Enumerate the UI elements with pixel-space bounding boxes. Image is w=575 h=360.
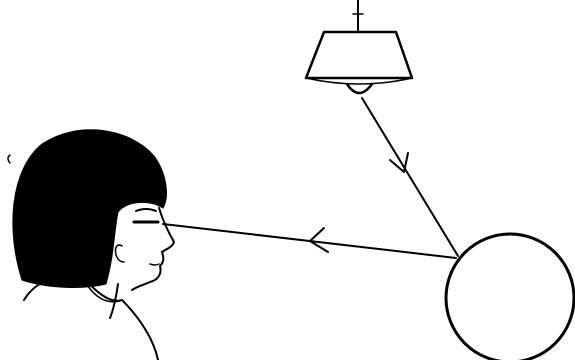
- cheek-line: [8, 155, 10, 163]
- girl-observer: [8, 130, 174, 360]
- eyebrow: [136, 209, 156, 211]
- lampshade: [306, 32, 412, 78]
- mouth: [150, 264, 159, 265]
- arrow-down-right-icon: [390, 153, 408, 172]
- ear: [115, 245, 124, 262]
- reflected-ray: [163, 224, 456, 258]
- light-bulb: [347, 84, 372, 93]
- ball: [446, 234, 574, 360]
- ceiling-lamp: [306, 0, 412, 93]
- shoulder: [24, 276, 158, 360]
- arrow-left-icon: [310, 228, 328, 252]
- incident-ray: [362, 98, 458, 256]
- face: [132, 208, 174, 290]
